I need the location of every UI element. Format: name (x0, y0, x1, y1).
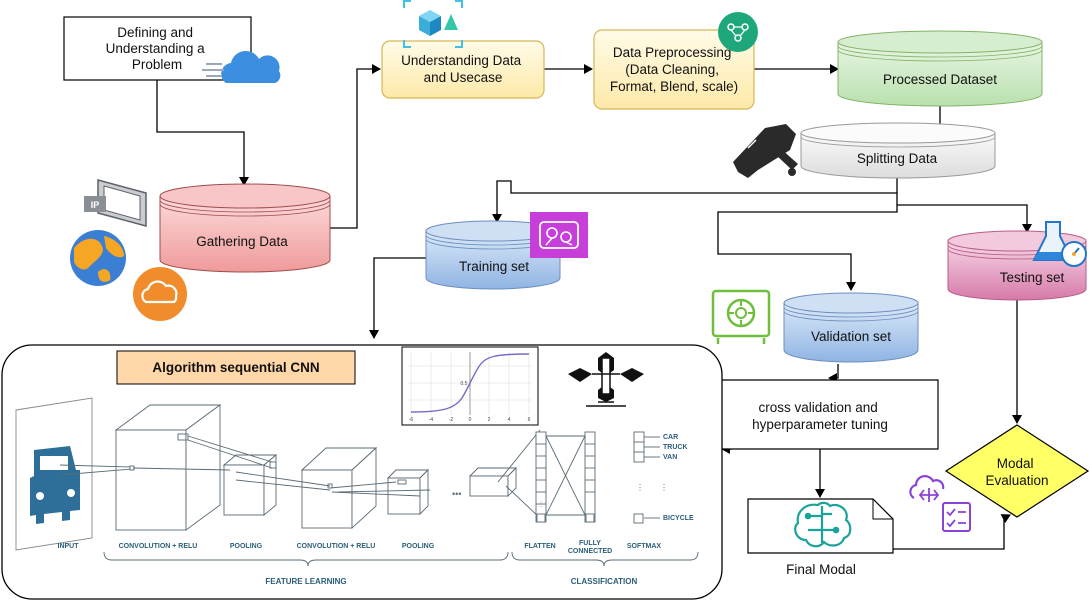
crossval-line-1: cross validation and (758, 400, 877, 415)
class-car: CAR (663, 434, 678, 441)
class-truck: TRUCK (663, 444, 688, 451)
processed-dataset-cylinder: Processed Dataset (837, 30, 1043, 107)
ip-badge-text: IP (91, 200, 100, 210)
checklist-icon (909, 475, 971, 532)
validation-set-label: Validation set (811, 329, 891, 344)
svg-text:•••: ••• (452, 489, 461, 499)
ip-camera-icon: IP (84, 179, 147, 227)
problem-line-2: Understanding a (106, 41, 206, 56)
arrow-splitting-to-training (492, 175, 898, 223)
sig-tick-4: 2 (488, 417, 491, 423)
preprocessing-box: Data Preprocessing (Data Cleaning, Forma… (593, 29, 755, 110)
crossval-line-2: hyperparameter tuning (752, 417, 888, 432)
label-fc-2: CONNECTED (568, 548, 612, 555)
label-classification: CLASSIFICATION (571, 577, 638, 586)
training-set-cylinder: Training set (425, 220, 561, 290)
cnn-labels: INPUT CONVOLUTION + RELU POOLING CONVOLU… (58, 434, 695, 586)
cnn-architecture: ••• ⋮ ⋮ ⋮ (15, 397, 699, 567)
arrow-validation-to-crossval (828, 364, 839, 383)
sig-ytick: 0.5 (461, 381, 468, 387)
cloud-badge-icon (133, 267, 187, 321)
problem-line-3: Problem (132, 57, 182, 72)
gathering-data-cylinder: Gathering Data (159, 183, 331, 273)
svg-text:cross validation and hyp: cross validation and hyperparameter tuni… (752, 400, 888, 432)
svg-text:Defining and Understandi: Defining and Understanding a Problem (106, 25, 209, 72)
svg-text:⋮: ⋮ (538, 502, 544, 508)
arrow-splitting-to-testing (897, 204, 1032, 233)
svg-text:Modal Evaluation: Modal Evaluation (985, 456, 1048, 488)
preprocessing-line-2: (Data Cleaning, (625, 62, 719, 77)
class-van: VAN (663, 454, 677, 461)
evaluation-line-1: Modal (997, 456, 1034, 471)
model-evaluation-diamond: Modal Evaluation (944, 424, 1090, 518)
flask-icon (1032, 221, 1087, 267)
problem-line-1: Defining and (117, 25, 193, 40)
preprocessing-line-1: Data Preprocessing (613, 45, 732, 60)
safe-icon (711, 289, 771, 344)
svg-text:Understanding Data and U: Understanding Data and Usecase (401, 53, 525, 85)
label-conv2: CONVOLUTION + RELU (297, 543, 376, 550)
cnn-title: Algorithm sequential CNN (152, 360, 319, 375)
sigmoid-plot: -6 -4 -2 0 2 4 6 0.5 (401, 346, 539, 426)
arrow-problem-to-gathering (156, 80, 249, 186)
label-flatten: FLATTEN (524, 543, 555, 550)
knife-icon (733, 124, 798, 178)
svg-text:⋮: ⋮ (636, 483, 644, 492)
problem-box: Defining and Understanding a Problem (63, 16, 252, 81)
processed-dataset-label: Processed Dataset (883, 72, 997, 87)
cloud-icon (202, 50, 281, 83)
flow-icon (718, 12, 758, 52)
testing-set-label: Testing set (1000, 270, 1065, 285)
evaluation-line-2: Evaluation (985, 473, 1048, 488)
label-pool2: POOLING (402, 543, 435, 550)
arrow-splitting-to-validation (717, 193, 898, 291)
understanding-line-2: and Usecase (424, 70, 503, 85)
sig-tick-6: 6 (528, 417, 531, 423)
label-input: INPUT (58, 543, 80, 550)
training-set-label: Training set (459, 259, 529, 274)
label-conv1: CONVOLUTION + RELU (119, 543, 198, 550)
testing-set-cylinder: Testing set (947, 230, 1087, 301)
sig-tick-0: -6 (409, 417, 414, 423)
svg-text:Data Preprocessing (Data: Data Preprocessing (Data Cleaning, Forma… (610, 45, 738, 94)
sig-tick-3: 0 (469, 417, 472, 423)
validation-set-cylinder: Validation set (783, 292, 919, 363)
globe-icon (70, 230, 126, 286)
sig-tick-1: -4 (429, 417, 434, 423)
sig-tick-5: 4 (508, 417, 511, 423)
splitting-data-label: Splitting Data (857, 151, 938, 166)
arrow-finalmodel-to-evaluation (893, 514, 1011, 550)
cross-validation-box: cross validation and hyperparameter tuni… (722, 379, 939, 450)
brain-icon (794, 501, 852, 548)
final-model-document: Final Modal (747, 498, 894, 577)
sig-tick-2: -2 (449, 417, 454, 423)
understanding-line-1: Understanding Data (401, 53, 522, 68)
preprocessing-line-3: Format, Blend, scale) (610, 79, 738, 94)
ml-studio-icon (530, 212, 588, 258)
cube-icon (403, 0, 463, 48)
svg-text:⋮: ⋮ (660, 483, 668, 492)
label-feature-learning: FEATURE LEARNING (265, 577, 346, 586)
gathering-data-label: Gathering Data (196, 234, 288, 249)
drone-icon (568, 352, 644, 407)
label-softmax: SOFTMAX (627, 543, 662, 550)
class-bicycle: BICYCLE (663, 515, 694, 522)
final-model-label: Final Modal (786, 562, 856, 577)
understanding-data-box: Understanding Data and Usecase (381, 40, 545, 99)
label-fc-1: FULLY (579, 540, 601, 547)
splitting-data-cylinder: Splitting Data (800, 122, 996, 179)
label-pool1: POOLING (230, 543, 263, 550)
arrow-training-to-cnn (369, 257, 430, 339)
arrow-gathering-to-understanding (330, 64, 381, 229)
